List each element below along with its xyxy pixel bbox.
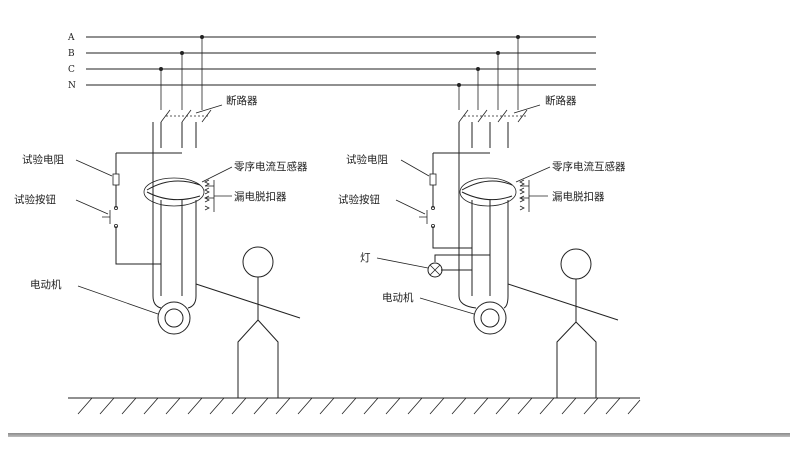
right-junction-b [496, 51, 500, 55]
left-breaker-icon [160, 104, 223, 123]
right-breaker-icon [458, 104, 541, 123]
right-test-resistor-label: 试验电阻 [346, 153, 388, 166]
right-lamp-icon [427, 262, 443, 278]
right-lamp-wires [434, 254, 491, 271]
right-lamp-leader [376, 257, 429, 269]
right-test-button-label: 试验按钮 [338, 193, 380, 206]
left-test-button-icon [102, 205, 119, 228]
right-resistor-leader [400, 159, 430, 177]
right-motor-leader [419, 297, 475, 315]
right-junction-c [476, 67, 480, 71]
right-leakage-release-icon [519, 179, 530, 212]
right-test-button-icon [419, 205, 435, 228]
right-ct-leader [515, 166, 551, 183]
right-junction-a [516, 35, 520, 39]
left-test-button-label: 试验按钮 [14, 193, 56, 206]
right-ct-label: 零序电流互感器 [552, 160, 626, 173]
left-button-leader [75, 199, 109, 215]
right-button-leader [395, 199, 426, 215]
left-test-resistor-icon [112, 173, 120, 186]
right-motor-label: 电动机 [382, 291, 414, 304]
right-circuit: 断路器 零序电流互感器 漏电脱扣器 试验电阻 [338, 35, 626, 398]
left-ct-leader [201, 166, 233, 183]
left-motor-leader [77, 285, 159, 315]
left-motor-icon [157, 301, 191, 335]
left-release-label: 漏电脱扣器 [234, 190, 287, 203]
left-junction-c [159, 67, 163, 71]
right-motor-icon [473, 301, 507, 335]
left-test-wire-b [115, 185, 161, 265]
right-zero-sequence-ct-icon [459, 177, 517, 207]
left-junction-b [180, 51, 184, 55]
left-breaker-label: 断路器 [226, 94, 258, 107]
left-resistor-leader [75, 159, 113, 177]
bus-label-n: N [68, 81, 76, 91]
bus-label-a: A [67, 33, 75, 43]
left-leakage-release-icon [204, 179, 215, 212]
left-person-figure [195, 246, 301, 398]
right-person-figure [507, 248, 619, 398]
left-motor-label: 电动机 [30, 278, 62, 291]
footer-divider [8, 433, 790, 437]
right-lamp-label: 灯 [360, 252, 371, 264]
left-circuit: 断路器 零序电流互感器 漏电脱扣器 [14, 35, 308, 398]
left-junction-a [200, 35, 204, 39]
left-test-resistor-label: 试验电阻 [22, 153, 64, 166]
bus-label-b: B [68, 49, 75, 59]
right-release-label: 漏电脱扣器 [552, 190, 605, 203]
right-test-resistor-icon [429, 173, 437, 186]
right-motor-feed [458, 295, 509, 309]
bus-lines: A B C N [67, 33, 596, 91]
bus-label-c: C [68, 65, 75, 75]
left-ct-label: 零序电流互感器 [234, 160, 308, 173]
right-breaker-label: 断路器 [545, 94, 577, 107]
left-zero-sequence-ct-icon [143, 177, 205, 207]
left-motor-feed [152, 295, 197, 309]
ground-line [68, 397, 641, 415]
right-junction-n [457, 83, 461, 87]
right-test-wire-b [432, 185, 472, 249]
